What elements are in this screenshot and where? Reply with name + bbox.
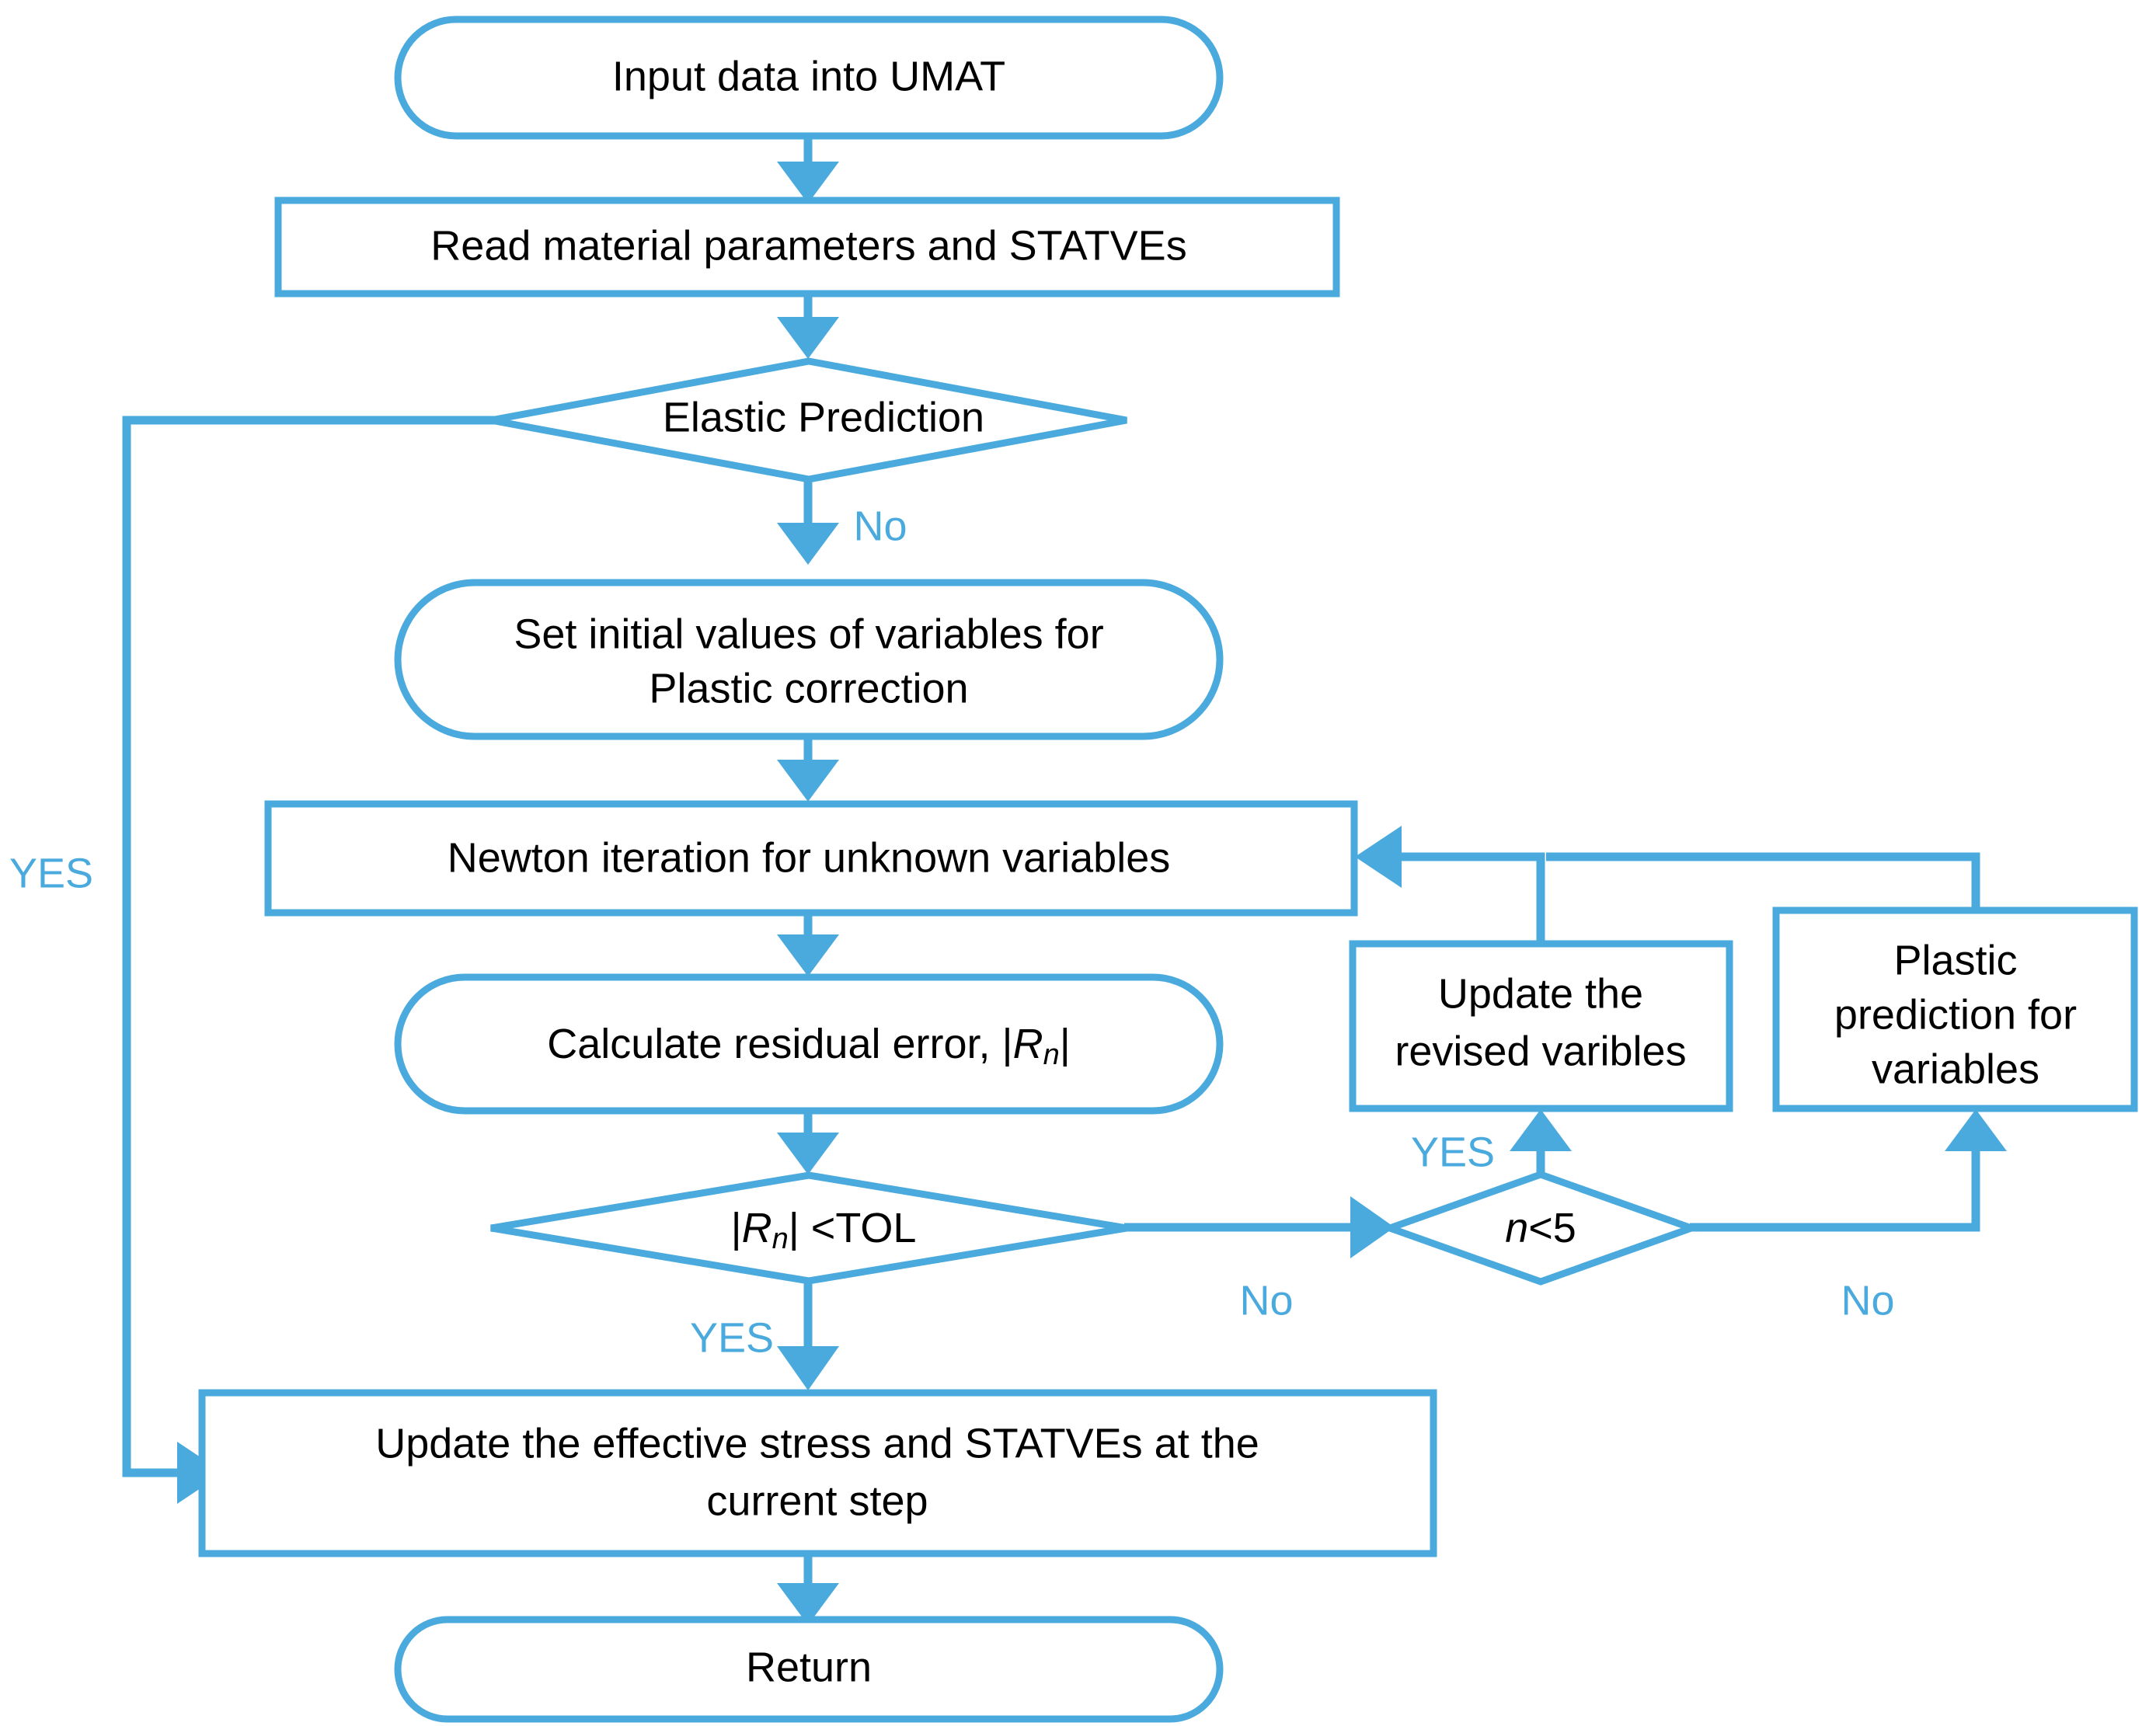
node-plastic-prediction-line3: variables xyxy=(1872,1046,2039,1092)
edge-stress-to-return xyxy=(777,1554,839,1625)
node-plastic-prediction[interactable]: Plastic prediction for variables xyxy=(1772,906,2138,1112)
edge-input-to-read xyxy=(777,136,839,204)
edge-elastic-yes xyxy=(122,416,505,1504)
node-plastic-prediction-line2: prediction for xyxy=(1834,991,2077,1038)
node-return-label: Return xyxy=(746,1644,872,1690)
node-calculate-residual-suffix: | xyxy=(1060,1021,1071,1067)
edge-tol-no xyxy=(1124,1196,1395,1258)
node-plastic-prediction-line1: Plastic xyxy=(1893,937,2017,983)
node-update-revised-variables-line1: Update the xyxy=(1438,970,1643,1017)
edge-label-tol-yes: YES xyxy=(690,1314,774,1361)
node-update-revised-variables-line2: revised varibles xyxy=(1395,1028,1686,1074)
node-tolerance-check-rest: | <TOL xyxy=(789,1205,917,1251)
node-elastic-prediction[interactable]: Elastic Prediction xyxy=(490,357,1127,483)
node-update-effective-stress-line1: Update the effective stress and STATVEs … xyxy=(375,1420,1259,1467)
node-set-initial-values-line1: Set initial values of variables for xyxy=(514,611,1103,657)
node-newton-iteration[interactable]: Newton iteration for unknown variables xyxy=(264,800,1358,917)
edge-label-elastic-yes: YES xyxy=(9,850,93,896)
node-tolerance-check[interactable]: |Rn| <TOL xyxy=(490,1171,1127,1285)
edge-residual-to-tol xyxy=(777,1109,839,1174)
node-update-effective-stress-line2: current step xyxy=(706,1477,928,1524)
node-set-initial-values[interactable]: Set initial values of variables for Plas… xyxy=(394,579,1224,740)
node-update-effective-stress[interactable]: Update the effective stress and STATVEs … xyxy=(198,1389,1437,1557)
node-calculate-residual-prefix: Calculate residual error, | xyxy=(547,1021,1012,1067)
node-tolerance-check-label: |Rn| <TOL xyxy=(731,1205,917,1255)
node-tolerance-check-subscript: n xyxy=(772,1223,789,1255)
edge-niter-yes xyxy=(1510,1109,1572,1173)
node-iteration-count-check-label: n<5 xyxy=(1505,1205,1576,1251)
node-calculate-residual-subscript: n xyxy=(1043,1039,1060,1071)
node-set-initial-values-line2: Plastic correction xyxy=(649,665,968,712)
edge-niter-no xyxy=(1690,1109,2007,1232)
edge-elastic-no xyxy=(777,478,839,565)
node-iteration-count-rest: <5 xyxy=(1528,1205,1576,1251)
node-return[interactable]: Return xyxy=(394,1616,1224,1723)
edge-plastic-to-newton xyxy=(1546,852,1980,910)
edge-tol-yes xyxy=(777,1282,839,1390)
node-input-data-label: Input data into UMAT xyxy=(612,53,1005,99)
node-elastic-prediction-label: Elastic Prediction xyxy=(663,394,984,440)
node-calculate-residual-label: Calculate residual error, |Rn| xyxy=(547,1021,1070,1071)
node-input-data[interactable]: Input data into UMAT xyxy=(394,16,1224,140)
node-calculate-residual[interactable]: Calculate residual error, |Rn| xyxy=(394,973,1224,1115)
node-newton-iteration-label: Newton iteration for unknown variables xyxy=(448,834,1171,881)
edge-newton-to-residual xyxy=(777,911,839,976)
node-read-material-label: Read material parameters and STATVEs xyxy=(430,222,1186,269)
edge-revised-to-newton xyxy=(1355,826,1545,944)
edge-read-to-elastic xyxy=(777,294,839,359)
node-read-material[interactable]: Read material parameters and STATVEs xyxy=(274,197,1340,298)
edge-label-niter-no: No xyxy=(1841,1277,1894,1324)
node-calculate-residual-R: R xyxy=(1013,1021,1043,1067)
edge-label-tol-no: No xyxy=(1239,1277,1293,1324)
node-tolerance-check-bar: | xyxy=(731,1205,742,1251)
node-iteration-count-var: n xyxy=(1505,1205,1528,1251)
edge-label-elastic-no: No xyxy=(853,503,907,549)
edge-setinit-to-newton xyxy=(777,736,839,802)
node-tolerance-check-R: R xyxy=(742,1205,772,1251)
node-update-revised-variables[interactable]: Update the revised varibles xyxy=(1349,940,1733,1112)
edge-label-niter-yes: YES xyxy=(1411,1129,1495,1175)
node-iteration-count-check[interactable]: n<5 xyxy=(1379,1171,1702,1286)
